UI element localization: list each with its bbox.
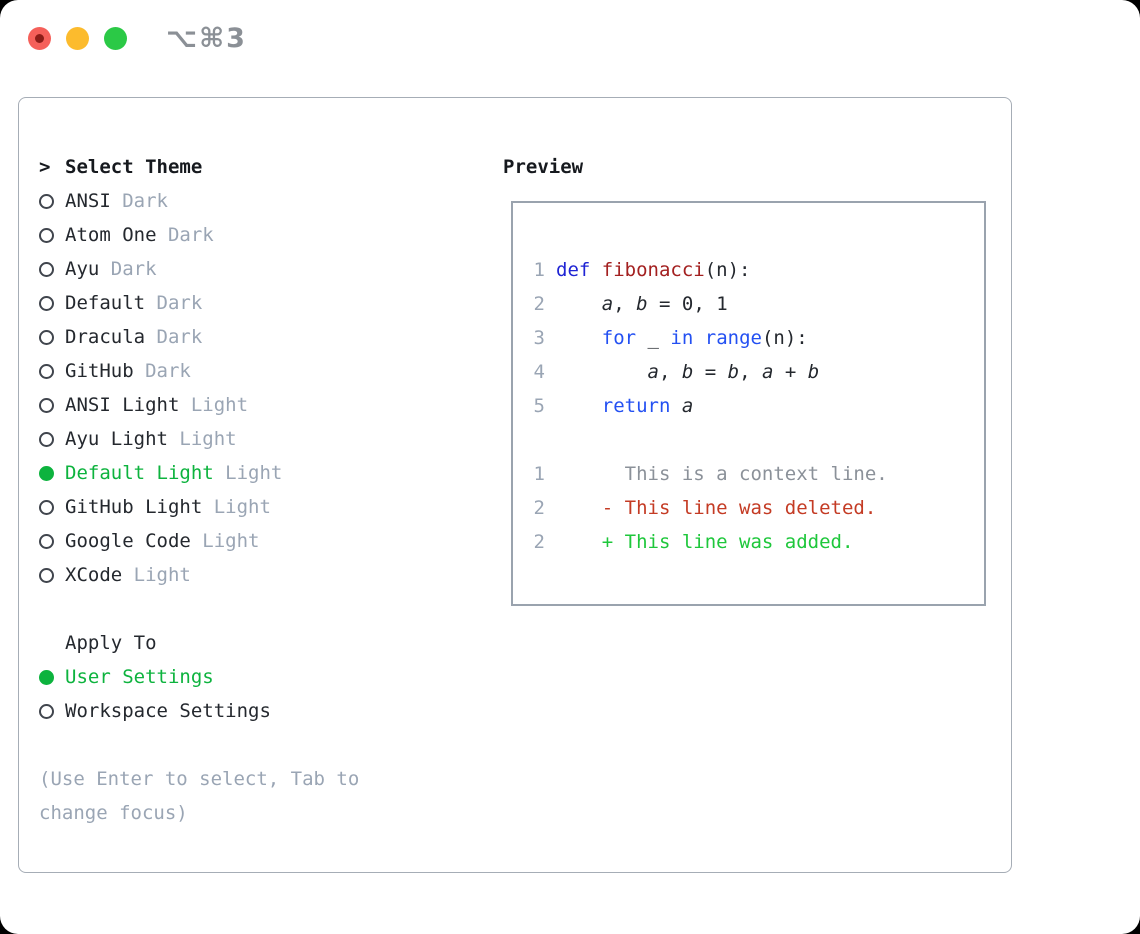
theme-name: ANSI — [65, 190, 111, 212]
focus-caret-icon: > — [39, 156, 51, 178]
theme-variant-badge: Light — [122, 564, 191, 586]
line-number: 5 — [533, 395, 545, 417]
apply-option-workspace-settings[interactable]: Workspace Settings — [39, 694, 479, 728]
apply-option-label: Workspace Settings — [65, 700, 271, 722]
preview-line: 2 a, b = 0, 1 — [533, 287, 966, 321]
theme-option-github-light[interactable]: GitHub Light Light — [39, 490, 479, 524]
theme-option-github[interactable]: GitHub Dark — [39, 354, 479, 388]
spacer — [39, 592, 479, 626]
apply-option-user-settings[interactable]: User Settings — [39, 660, 479, 694]
theme-variant-badge: Light — [190, 530, 260, 552]
theme-name: Default — [65, 292, 146, 314]
radio-icon — [39, 363, 65, 379]
theme-name: GitHub — [65, 360, 134, 382]
theme-variant-badge: Light — [179, 394, 249, 416]
titlebar: ⌥⌘3 — [0, 0, 1140, 76]
theme-name: Atom One — [65, 224, 157, 246]
theme-name: Google Code — [65, 530, 191, 552]
theme-option-dracula[interactable]: Dracula Dark — [39, 320, 479, 354]
theme-variant-badge: Dark — [110, 190, 168, 212]
radio-icon — [39, 499, 65, 515]
radio-icon — [39, 567, 65, 583]
theme-name: GitHub Light — [65, 496, 203, 518]
theme-option-default[interactable]: Default Dark — [39, 286, 479, 320]
window-shortcut-label: ⌥⌘3 — [166, 23, 247, 54]
radio-icon — [39, 703, 65, 719]
theme-option-ansi-light[interactable]: ANSI Light Light — [39, 388, 479, 422]
theme-variant-badge: Dark — [145, 326, 203, 348]
theme-name: Ayu — [65, 258, 100, 280]
radio-selected-icon — [39, 465, 65, 481]
radio-icon — [39, 329, 65, 345]
line-number: 1 — [533, 463, 545, 485]
radio-icon — [39, 397, 65, 413]
line-number: 2 — [533, 293, 545, 315]
theme-variant-badge: Dark — [156, 224, 214, 246]
theme-option-atom-one[interactable]: Atom One Dark — [39, 218, 479, 252]
radio-icon — [39, 431, 65, 447]
theme-variant-badge: Light — [167, 428, 237, 450]
apply-option-label: User Settings — [65, 666, 214, 688]
line-number: 2 — [533, 497, 545, 519]
radio-icon — [39, 193, 65, 209]
radio-selected-icon — [39, 669, 65, 685]
preview-line: 2 - This line was deleted. — [533, 491, 966, 525]
spacer — [39, 728, 479, 762]
maximize-button[interactable] — [104, 27, 127, 50]
radio-icon — [39, 533, 65, 549]
radio-icon — [39, 295, 65, 311]
close-button[interactable] — [28, 27, 51, 50]
help-text: (Use Enter to select, Tab to change focu… — [39, 768, 360, 824]
theme-option-google-code[interactable]: Google Code Light — [39, 524, 479, 558]
theme-option-ayu-light[interactable]: Ayu Light Light — [39, 422, 479, 456]
line-number: 3 — [533, 327, 545, 349]
theme-variant-badge: Dark — [99, 258, 157, 280]
preview-line: 5 return a — [533, 389, 966, 423]
theme-variant-badge: Dark — [145, 292, 203, 314]
preview-line: 2 + This line was added. — [533, 525, 966, 559]
theme-variant-badge: Dark — [133, 360, 191, 382]
theme-option-default-light[interactable]: Default Light Light — [39, 456, 479, 490]
minimize-button[interactable] — [66, 27, 89, 50]
theme-name: XCode — [65, 564, 123, 586]
theme-variant-badge: Light — [202, 496, 271, 518]
select-theme-header: > Select Theme — [39, 150, 479, 184]
theme-name: Dracula — [65, 326, 146, 348]
theme-variant-badge: Light — [213, 462, 283, 484]
theme-name: Ayu Light — [65, 428, 168, 450]
apply-to-title: Apply To — [65, 632, 157, 654]
theme-option-xcode[interactable]: XCode Light — [39, 558, 479, 592]
theme-option-ansi[interactable]: ANSI Dark — [39, 184, 479, 218]
preview-line: 1 This is a context line. — [533, 457, 966, 491]
radio-icon — [39, 261, 65, 277]
theme-name: ANSI Light — [65, 394, 180, 416]
radio-icon — [39, 227, 65, 243]
apply-to-header: Apply To — [39, 626, 479, 660]
theme-name: Default Light — [65, 462, 214, 484]
select-theme-title: Select Theme — [65, 156, 203, 178]
preview-line: 3 for _ in range(n): — [533, 321, 966, 355]
preview-line: 4 a, b = b, a + b — [533, 355, 966, 389]
preview-title: Preview — [503, 156, 584, 178]
theme-option-ayu[interactable]: Ayu Dark — [39, 252, 479, 286]
preview-line — [533, 423, 966, 457]
line-number: 2 — [533, 531, 545, 553]
line-number: 4 — [533, 361, 545, 383]
line-number: 1 — [533, 259, 545, 281]
